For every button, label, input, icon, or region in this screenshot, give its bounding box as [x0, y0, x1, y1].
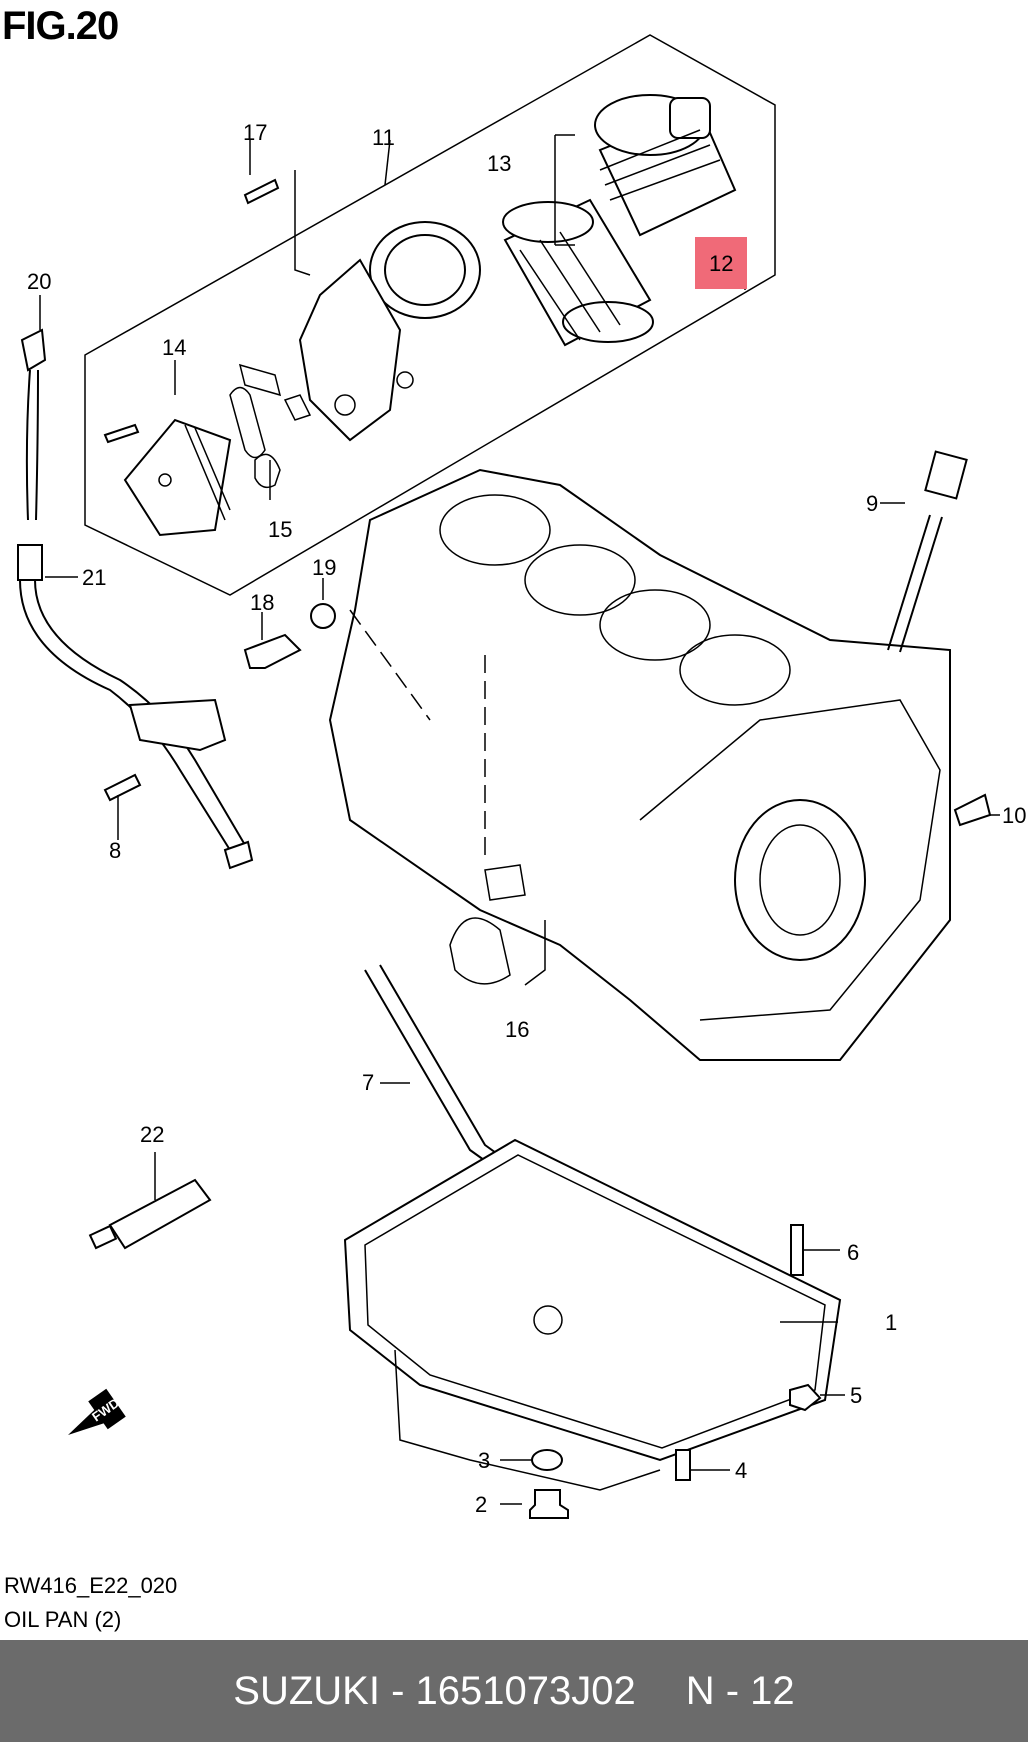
callout-1: 1 — [885, 1310, 897, 1335]
callout-6: 6 — [847, 1240, 859, 1265]
filter-cap — [594, 94, 737, 237]
callout-15: 15 — [268, 517, 292, 542]
callout-9: 9 — [866, 491, 878, 516]
callout-21: 21 — [82, 565, 106, 590]
forward-arrow: FWD — [68, 1388, 126, 1435]
footer-bar: SUZUKI - 1651073J02 N - 12 — [0, 1640, 1028, 1742]
gasket-15a — [229, 386, 266, 459]
bolt-17 — [243, 178, 280, 205]
bolt-8 — [103, 773, 142, 802]
callout-12: 12 — [709, 251, 733, 276]
callout-14: 14 — [162, 335, 186, 360]
filter-group-frame — [84, 34, 776, 596]
washer-3 — [531, 1449, 563, 1471]
exploded-parts-diagram: FWD 1 2 3 4 5 6 7 8 9 10 11 12 13 14 15 … — [17, 34, 1026, 1519]
dipstick-assembly — [17, 328, 254, 870]
callout-22: 22 — [140, 1122, 164, 1147]
drawing-code: RW416_E22_020 — [4, 1573, 178, 1598]
bolt-10 — [953, 793, 992, 827]
nut-5 — [789, 1383, 822, 1412]
callout-13: 13 — [487, 151, 511, 176]
gasket-15c — [238, 363, 282, 397]
gasket-15d — [283, 394, 312, 421]
callout-highlight-12 — [695, 237, 747, 289]
callout-20: 20 — [27, 269, 51, 294]
callout-16: 16 — [505, 1017, 529, 1042]
oil-pan — [343, 1138, 842, 1491]
filter-element — [502, 198, 654, 347]
stud-6 — [790, 1224, 804, 1276]
footer-page-ref: N - 12 — [685, 1668, 795, 1713]
diagram-subtitle: OIL PAN (2) — [4, 1607, 122, 1632]
callout-4: 4 — [735, 1458, 747, 1483]
pressure-switch-18 — [243, 633, 302, 669]
callout-11: 11 — [372, 125, 395, 150]
drain-plug-2 — [529, 1489, 569, 1519]
cylinder-block — [328, 468, 951, 1061]
sealant-tube — [108, 1178, 212, 1250]
gasket-15b — [254, 453, 281, 489]
callout-2: 2 — [475, 1492, 487, 1517]
callout-8: 8 — [109, 838, 121, 863]
callout-3: 3 — [478, 1448, 490, 1473]
figure-title: FIG.20 — [2, 4, 119, 48]
filter-housing — [298, 221, 481, 442]
gasket-16 — [484, 864, 526, 901]
bolt-cooler — [103, 423, 140, 444]
callout-5: 5 — [850, 1383, 862, 1408]
callout-19: 19 — [312, 555, 336, 580]
level-sensor — [887, 450, 968, 653]
callout-17: 17 — [243, 120, 267, 145]
callout-18: 18 — [250, 590, 274, 615]
washer-19 — [310, 603, 336, 629]
callout-10: 10 — [1002, 803, 1026, 828]
callout-7: 7 — [362, 1070, 374, 1095]
oil-cooler — [123, 418, 232, 537]
footer-part-number: SUZUKI - 1651073J02 — [233, 1668, 636, 1713]
bolt-4 — [675, 1449, 691, 1481]
